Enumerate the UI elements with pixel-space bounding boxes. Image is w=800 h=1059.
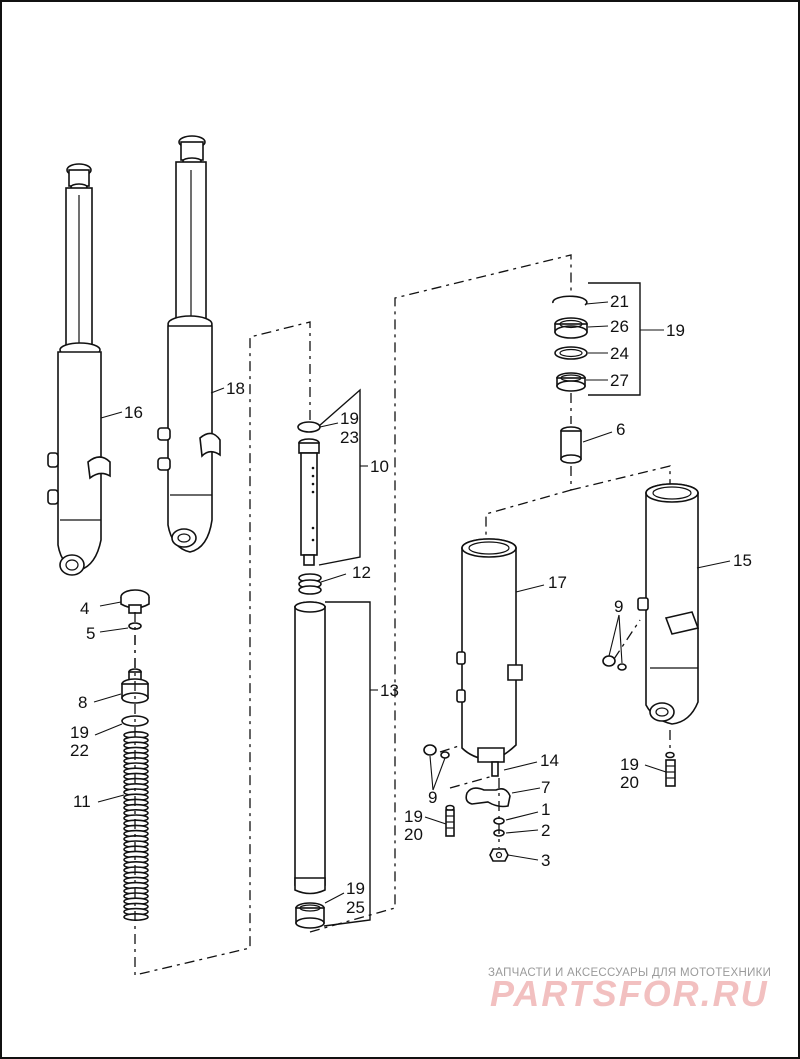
callout-9-b: 9 bbox=[428, 788, 437, 807]
callout-25: 25 bbox=[346, 898, 365, 917]
callout-24: 24 bbox=[610, 344, 629, 363]
callout-9-a: 9 bbox=[614, 597, 623, 616]
callout-22: 22 bbox=[70, 741, 89, 760]
part-17-slider bbox=[456, 538, 523, 777]
callout-3: 3 bbox=[541, 851, 550, 870]
callout-19-c: 19 bbox=[346, 879, 365, 898]
part-9-bolt-washer bbox=[423, 655, 627, 759]
callout-23: 23 bbox=[340, 428, 359, 447]
callout-16: 16 bbox=[124, 403, 143, 422]
part-24-washer bbox=[554, 346, 588, 360]
callout-21: 21 bbox=[610, 292, 629, 311]
part-10-damper-rod bbox=[297, 421, 321, 566]
callout-19-f: 19 bbox=[620, 755, 639, 774]
callout-labels: 16 18 4 5 8 19 22 11 19 23 10 12 13 19 2… bbox=[70, 292, 752, 917]
spring-coil bbox=[123, 912, 149, 921]
part-16-fork-assembly bbox=[47, 163, 111, 576]
part-18-fork-assembly bbox=[157, 135, 221, 553]
callout-19-a: 19 bbox=[70, 723, 89, 742]
callout-11: 11 bbox=[73, 792, 91, 811]
part-26-oil-seal bbox=[554, 317, 588, 339]
callout-26: 26 bbox=[610, 317, 629, 336]
watermark-tagline: ЗАПЧАСТИ И АКСЕССУАРЫ ДЛЯ МОТОТЕХНИКИ bbox=[488, 967, 771, 979]
callout-27: 27 bbox=[610, 371, 629, 390]
part-21-retaining-ring bbox=[552, 295, 588, 306]
callout-2: 2 bbox=[541, 821, 550, 840]
part-19-25-bushing bbox=[295, 902, 325, 929]
callout-5: 5 bbox=[86, 624, 95, 643]
part-4-cap bbox=[120, 589, 150, 614]
leader-lines bbox=[93, 282, 731, 927]
callout-20-a: 20 bbox=[404, 825, 423, 844]
callout-13: 13 bbox=[380, 681, 399, 700]
part-12-rebound-spring bbox=[298, 573, 322, 595]
callout-15: 15 bbox=[733, 551, 752, 570]
callout-4: 4 bbox=[80, 599, 89, 618]
callout-6: 6 bbox=[616, 420, 625, 439]
callout-19-b: 19 bbox=[340, 409, 359, 428]
part-13-fork-tube bbox=[294, 601, 326, 895]
callout-7: 7 bbox=[541, 778, 550, 797]
watermark-brand: PARTSFOR.RU bbox=[490, 973, 769, 1014]
callout-10: 10 bbox=[370, 457, 389, 476]
part-15-slider bbox=[637, 483, 700, 725]
part-7-clamp bbox=[465, 787, 511, 808]
part-27-bushing bbox=[556, 372, 586, 392]
part-11-spring bbox=[123, 730, 149, 921]
assembly-dashed-lines bbox=[134, 254, 671, 976]
part-19-20-bolt-left bbox=[445, 804, 455, 837]
callout-14: 14 bbox=[540, 751, 559, 770]
part-3-nut bbox=[489, 848, 509, 862]
part-6-oil-lock bbox=[560, 426, 582, 464]
callout-12: 12 bbox=[352, 563, 371, 582]
part-19-20-bolt-right bbox=[665, 751, 676, 787]
callout-19-d: 19 bbox=[666, 321, 685, 340]
callout-1: 1 bbox=[541, 800, 550, 819]
callout-18: 18 bbox=[226, 379, 245, 398]
callout-19-e: 19 bbox=[404, 807, 423, 826]
callout-20-b: 20 bbox=[620, 773, 639, 792]
callout-17: 17 bbox=[548, 573, 567, 592]
callout-8: 8 bbox=[78, 693, 87, 712]
watermark: ЗАПЧАСТИ И АКСЕССУАРЫ ДЛЯ МОТОТЕХНИКИ PA… bbox=[488, 967, 771, 1014]
